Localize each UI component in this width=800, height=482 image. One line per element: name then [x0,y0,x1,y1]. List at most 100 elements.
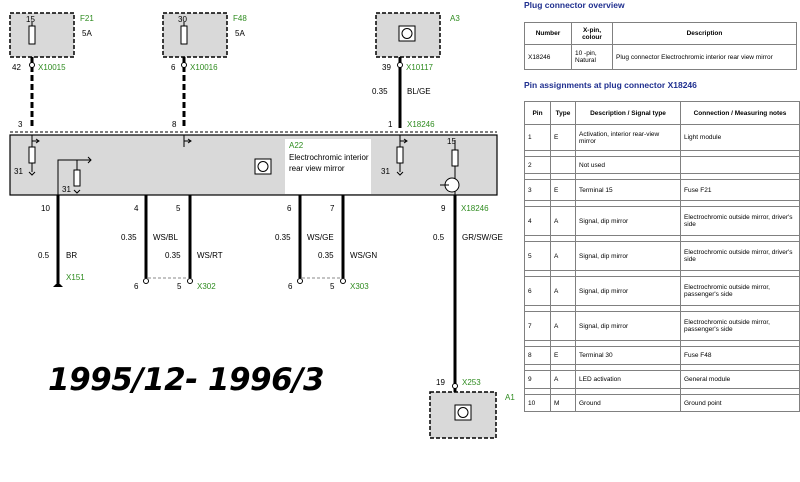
module-a1: A1 [429,391,515,439]
pin-number: 8 [524,346,551,365]
pin-description: Terminal 30 [575,346,681,365]
date-range-overlay: 1995/12- 1996/3 [48,362,325,398]
pin-number: 5 [524,241,551,271]
a1-pin: 19 [436,378,445,387]
a3-connector: X10117 [406,63,434,72]
terminal-x302-b [187,278,193,284]
pin-connection: General module [680,370,800,389]
pin-connection [680,156,800,174]
overview-description: Plug connector Electrochromic interior r… [612,44,797,70]
a3-wire-size: 0.35 [372,87,388,96]
pin-number: 6 [524,276,551,306]
overview-header-number: Number [524,22,572,45]
pin-description: Ground [575,394,681,412]
terminal-a1-connector [452,383,458,389]
pin-type: M [550,394,576,412]
pin-type: A [550,370,576,389]
module-a22 [9,134,498,196]
fuse-f21: 15 5A F21 [9,12,94,58]
pins-header-type: Type [550,101,576,125]
x303-name: X303 [350,282,369,291]
pin-type [550,156,576,174]
f48-rating: 5A [235,29,245,38]
w6-color: WS/GE [307,233,334,242]
pins-header-description: Description / Signal type [575,101,681,125]
w7-color: WS/GN [350,251,377,260]
f21-rating: 5A [82,29,92,38]
pin-connection: Electrochromic outside mirror, driver's … [680,241,800,271]
a22-pin-8: 8 [172,120,177,129]
pin-description: LED activation [575,370,681,389]
pin-connection: Ground point [680,394,800,412]
a22-pin-5: 5 [176,204,181,213]
w9-color: GR/SW/GE [462,233,503,242]
overview-title: Plug connector overview [524,0,625,10]
a3-wire-color: BL/GE [407,87,431,96]
f21-connector: X10015 [38,63,66,72]
pin-number: 1 [524,124,551,151]
a1-name: A1 [505,393,515,402]
pin-connection: Electrochromic outside mirror, passenger… [680,276,800,306]
a1-connector: X253 [462,378,481,387]
a22-pin-1: 1 [388,120,393,129]
f21-terminal: 15 [26,15,35,24]
w5-size: 0.35 [165,251,181,260]
pin-type: E [550,124,576,151]
w5-color: WS/RT [197,251,223,260]
overview-header-description: Description [612,22,797,45]
a22-pin-9: 9 [441,204,446,213]
a22-pin-10: 10 [41,204,50,213]
terminal-f48-connector [181,62,187,68]
w4-color: WS/BL [153,233,178,242]
a22-inner-31-left: 31 [14,167,23,176]
pin-description: Signal, dip mirror [575,276,681,306]
terminal-f21-connector [29,62,35,68]
pin-type: E [550,346,576,365]
pin-table: Pin Type Description / Signal type Conne… [524,101,800,412]
terminal-a3-connector [397,62,403,68]
pin-connection: Electrochromic outside mirror, passenger… [680,311,800,341]
overview-pin: 10 -pin, Natural [571,44,613,70]
a22-inner-31-right: 31 [381,167,390,176]
w10-color: BR [66,251,77,260]
wiring-diagram: 15 5A F21 42 X10015 30 5A F48 6 X10016 A… [9,12,515,439]
pin-connection: Electrochromic outside mirror, driver's … [680,206,800,236]
a3-pin: 39 [382,63,391,72]
pin-description: Not used [575,156,681,174]
w7-size: 0.35 [318,251,334,260]
x302-pin-a: 6 [134,282,139,291]
a22-pin-4: 4 [134,204,139,213]
f21-name: F21 [80,14,94,23]
pin-number: 7 [524,311,551,341]
module-a3: A3 [375,12,460,58]
fuse-f48: 30 5A F48 [162,12,247,58]
pin-description: Terminal 15 [575,179,681,201]
pin-connection: Fuse F48 [680,346,800,365]
f48-terminal: 30 [178,15,187,24]
a22-pin-6: 6 [287,204,292,213]
a22-inner-31-mid: 31 [62,185,71,194]
terminal-x302-a [143,278,149,284]
a22-pin-7: 7 [330,204,335,213]
ground-x151-icon [53,282,63,287]
terminal-x303-b [340,278,346,284]
pin-type: A [550,241,576,271]
x302-pin-b: 5 [177,282,182,291]
pin-type: A [550,206,576,236]
a22-internal-wiring [28,135,460,195]
pin-number: 9 [524,370,551,389]
overview-number: X18246 [524,44,572,70]
f48-pin: 6 [171,63,176,72]
pin-number: 2 [524,156,551,174]
x303-pin-b: 5 [330,282,335,291]
pin-type: A [550,311,576,341]
pin-connection: Light module [680,124,800,151]
w6-size: 0.35 [275,233,291,242]
a22-pin-3: 3 [18,120,23,129]
